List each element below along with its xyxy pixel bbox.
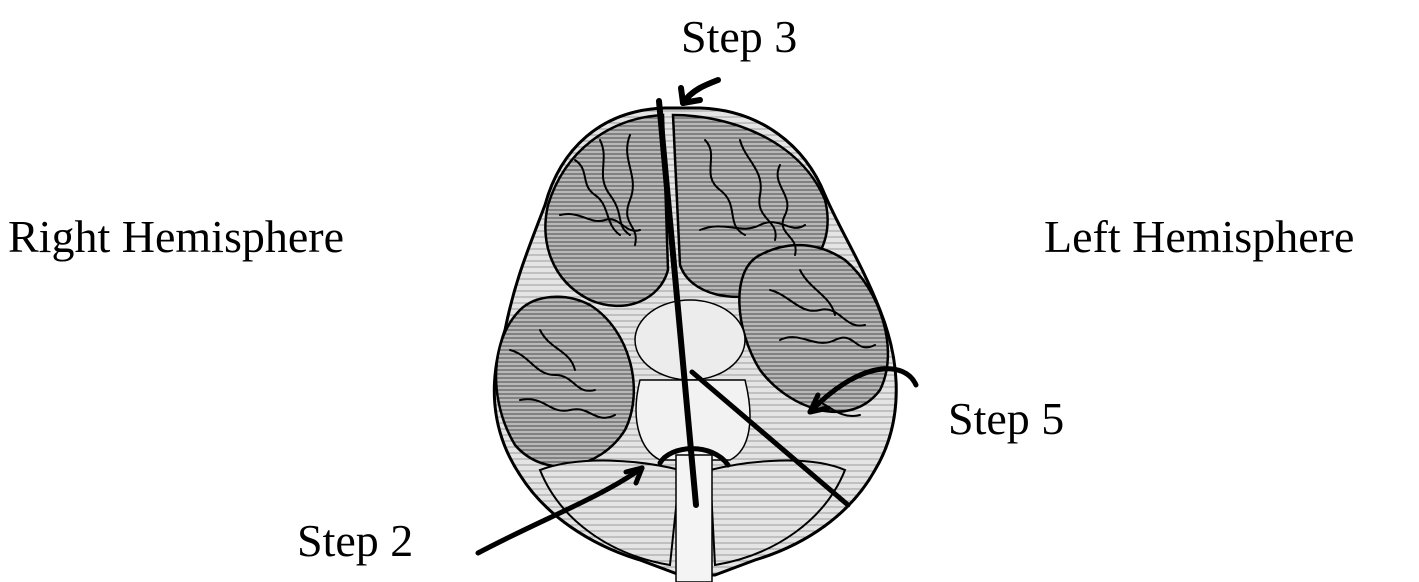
left-hemisphere-label: Left Hemisphere [1044,214,1354,260]
step3-label: Step 3 [681,14,797,60]
right-hemisphere-label: Right Hemisphere [8,214,344,260]
step5-label: Step 5 [948,396,1064,442]
step3-arrow [681,80,718,103]
step2-label: Step 2 [297,518,413,564]
